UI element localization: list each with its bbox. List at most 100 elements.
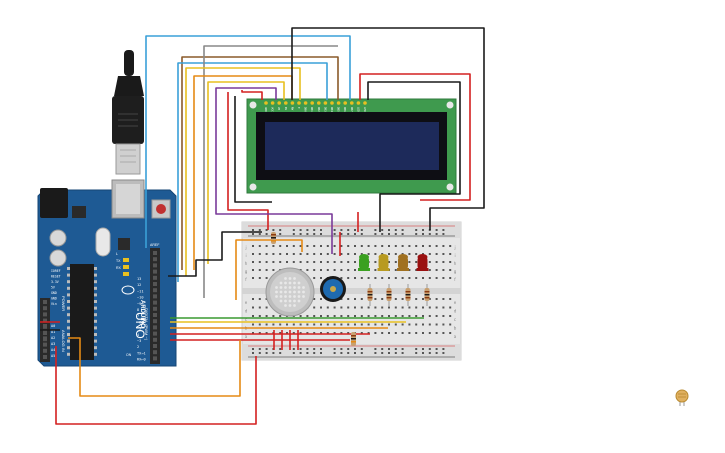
- rx-label: RX: [116, 266, 122, 270]
- wire-black-long[interactable]: [291, 27, 485, 230]
- lcd-pin-label: GND: [264, 107, 268, 112]
- lcd-pin: [264, 101, 268, 105]
- resistor-icon[interactable]: [424, 284, 430, 306]
- row-letter: j: [453, 245, 455, 250]
- row-letter: j: [244, 245, 246, 250]
- wire-purple-top[interactable]: [215, 87, 277, 210]
- lcd-pin-label: DB1: [310, 107, 314, 112]
- analog-pin-label: A5: [51, 354, 55, 358]
- lcd-pin-label: DB3: [323, 107, 327, 112]
- row-letter: h: [454, 261, 457, 266]
- analog-label: ANALOG IN: [61, 330, 66, 352]
- wire-purple-bb[interactable]: [215, 210, 333, 254]
- lcd-pin: [270, 101, 275, 105]
- lcd-pin: [277, 101, 282, 105]
- wire-yellow-top[interactable]: [185, 67, 301, 276]
- chip-pins: [67, 267, 97, 356]
- wire-red-lcd-vcc[interactable]: [227, 92, 269, 230]
- lcd-pin: [356, 101, 361, 105]
- row-letter: g: [245, 269, 248, 274]
- lcd-pin-label: DB4: [330, 107, 334, 112]
- row-letter: a: [245, 334, 248, 339]
- wire-red-short[interactable]: [241, 90, 263, 100]
- arduino-logo-icon: [121, 285, 135, 295]
- digital-pin-label: 13: [137, 277, 141, 281]
- lcd-pin-label: DB0: [304, 107, 308, 112]
- row-letter: c: [454, 317, 456, 322]
- resistor-icon[interactable]: [386, 284, 392, 306]
- row-letter: e: [454, 300, 457, 305]
- digital-pin-label: 7: [137, 314, 139, 318]
- analog-pin-label: A0: [51, 324, 55, 328]
- resistor-icon[interactable]: [405, 284, 411, 306]
- analog-pin-label: A1: [51, 330, 55, 334]
- lcd-pin-label: E: [297, 107, 301, 109]
- lcd-pin-label: VCC: [271, 107, 275, 112]
- potentiometer-icon[interactable]: [320, 276, 346, 302]
- aref-label: AREF: [150, 243, 159, 247]
- lcd-screen: [265, 122, 439, 170]
- wire-lightblue[interactable]: [177, 62, 328, 282]
- arduino-uno-board[interactable]: ARDUINO UNO DIGITAL (PWM ~) POWER ANALOG…: [37, 179, 177, 367]
- lcd-pin: [310, 101, 315, 105]
- digital-pin-label: 2: [137, 345, 139, 349]
- lcd-pin-label: DB2: [317, 107, 321, 112]
- led-icon[interactable]: [377, 254, 390, 271]
- power-pin-label: IOREF: [51, 269, 61, 273]
- digital-pin-label: ~9: [137, 302, 141, 306]
- row-letter: d: [454, 309, 457, 314]
- wire-black-lcd[interactable]: [234, 96, 272, 203]
- row-letter: i: [245, 253, 246, 258]
- photoresistor-icon[interactable]: [265, 267, 315, 317]
- digital-pin-label: ~10: [137, 296, 144, 300]
- buzzer-icon[interactable]: [675, 389, 689, 406]
- wire-red-right[interactable]: [359, 73, 471, 201]
- lcd-pin-label: DB5: [337, 107, 341, 112]
- wire-orange-bottom[interactable]: [68, 337, 241, 397]
- wire-yellow-2[interactable]: [207, 81, 285, 264]
- digital-header[interactable]: [150, 248, 160, 364]
- row-letter: h: [245, 261, 248, 266]
- lcd-pin-label: V0: [277, 107, 281, 111]
- digital-pin-label: TX→1: [137, 351, 146, 355]
- resistor-icon[interactable]: [367, 284, 373, 306]
- wires[interactable]: [40, 27, 485, 425]
- digital-pin-label: 12: [137, 283, 141, 287]
- lcd-pin: [343, 101, 348, 105]
- arduino-brand: ARDUINO: [139, 300, 145, 328]
- wire-brown[interactable]: [181, 56, 339, 270]
- digital-pin-label: 8: [137, 308, 139, 312]
- wire-black-right[interactable]: [367, 81, 461, 232]
- digital-pin-label: RX←0: [137, 358, 146, 362]
- reset-button[interactable]: [156, 204, 166, 214]
- lcd-pin: [323, 101, 328, 105]
- resistors[interactable]: [367, 284, 430, 306]
- resistor-icon[interactable]: [271, 232, 356, 346]
- power-label: POWER: [61, 296, 66, 311]
- lcd-pin: [330, 101, 334, 105]
- row-letter: d: [245, 309, 248, 314]
- leds[interactable]: [358, 254, 429, 271]
- lcd-pin-label: DB6: [343, 107, 347, 112]
- lcd-pin-label: LED: [363, 107, 367, 112]
- on-label: ON: [126, 353, 132, 357]
- led-icon[interactable]: [358, 254, 370, 271]
- wire-black-arduino-bb[interactable]: [168, 231, 262, 277]
- digital-pin-label: 4: [137, 333, 139, 337]
- wire-red-bottom[interactable]: [55, 346, 257, 425]
- usb-cable-icon[interactable]: [112, 50, 144, 175]
- lcd-pin: [297, 101, 301, 105]
- digital-pin-label: ~6: [137, 320, 141, 324]
- wire-orange-mid[interactable]: [235, 239, 303, 300]
- lcd-pin-label: DB7: [350, 107, 354, 112]
- arduino-model: UNO: [133, 312, 147, 339]
- wire-blue-top[interactable]: [145, 35, 351, 248]
- wire-gray[interactable]: [203, 45, 338, 298]
- led-icon[interactable]: [416, 254, 429, 271]
- lcd-pin: [336, 101, 341, 105]
- led-icon[interactable]: [397, 254, 409, 271]
- analog-header[interactable]: [40, 322, 50, 362]
